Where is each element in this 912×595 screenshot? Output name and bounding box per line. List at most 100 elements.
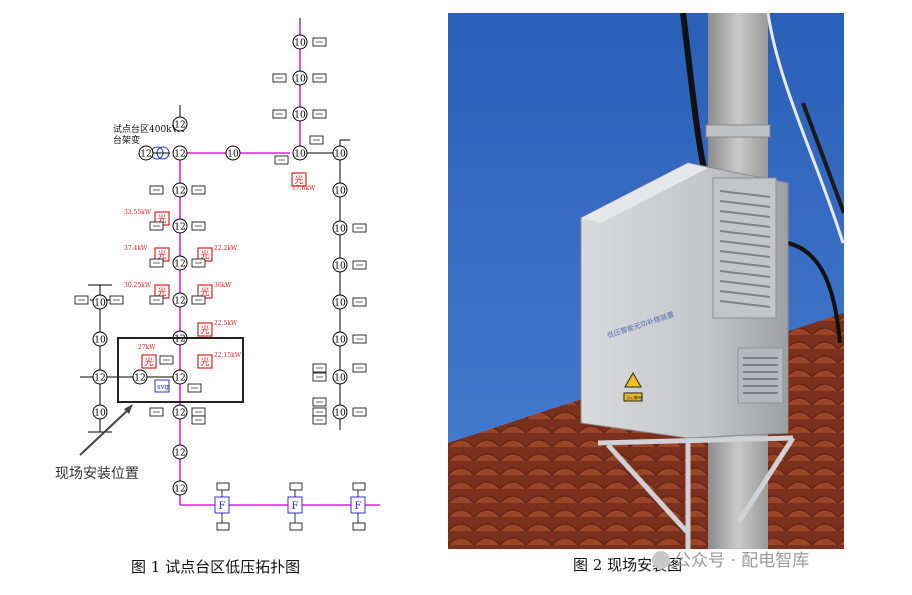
pv-rating: 27kW bbox=[138, 344, 156, 351]
svg-text:10: 10 bbox=[334, 409, 346, 419]
svg-text:光: 光 bbox=[294, 174, 303, 186]
pv-unit: 光 27kW bbox=[138, 344, 157, 369]
svg-text:10: 10 bbox=[334, 187, 346, 197]
pv-unit: 光 30.25kW bbox=[124, 282, 170, 299]
figure1-caption: 图 1 试点台区低压拓扑图 bbox=[131, 558, 301, 576]
pv-rating: 37.4kW bbox=[124, 245, 148, 252]
meter-tag bbox=[149, 407, 164, 417]
svg-text:光: 光 bbox=[157, 286, 166, 298]
node-10: 10 bbox=[225, 145, 241, 161]
meter-tag bbox=[309, 135, 324, 145]
svg-text:12: 12 bbox=[174, 297, 185, 307]
meter-tag bbox=[272, 109, 287, 119]
svg-text:10: 10 bbox=[94, 336, 106, 346]
svg-text:12: 12 bbox=[174, 335, 185, 345]
node-10: 10 bbox=[292, 145, 308, 161]
node-10: 10 bbox=[292, 106, 308, 122]
node-12: 12 bbox=[92, 369, 108, 385]
svg-text:10: 10 bbox=[294, 150, 306, 160]
svg-text:10: 10 bbox=[227, 150, 239, 160]
meter-tag bbox=[191, 295, 206, 305]
svg-text:F: F bbox=[292, 501, 299, 512]
meter-tag bbox=[274, 155, 289, 165]
svg-text:12: 12 bbox=[174, 223, 185, 233]
installation-photo: 低压智能无功补偿装置 当心触电 bbox=[448, 13, 844, 549]
fuse: F bbox=[350, 482, 366, 531]
pv-unit: 光22.5kW bbox=[197, 320, 238, 337]
svg-text:光: 光 bbox=[157, 213, 166, 225]
node-10: 10 bbox=[332, 257, 348, 273]
node-12: 12 bbox=[172, 404, 188, 420]
watermark-text: 公众号 · 配电智库 bbox=[674, 551, 810, 571]
svg-text:12: 12 bbox=[174, 449, 185, 459]
svg-text:10: 10 bbox=[94, 409, 106, 419]
pv-unit: 光17.6kW bbox=[291, 172, 316, 192]
svg-text:F: F bbox=[355, 501, 362, 512]
svg-text:12: 12 bbox=[174, 374, 185, 384]
svg-text:10: 10 bbox=[334, 150, 346, 160]
wechat-logo-icon bbox=[652, 551, 670, 569]
svg-text:10: 10 bbox=[94, 299, 106, 309]
node-10: 10 bbox=[332, 145, 348, 161]
svg-text:10: 10 bbox=[294, 111, 306, 121]
meter-tag bbox=[312, 397, 327, 407]
meter-tag bbox=[352, 407, 367, 417]
node-10: 10 bbox=[92, 294, 108, 310]
meter-tag bbox=[352, 260, 367, 270]
svg-text:12: 12 bbox=[174, 187, 185, 197]
svg-text:10: 10 bbox=[334, 336, 346, 346]
meter-tag bbox=[352, 334, 367, 344]
svg-text:12: 12 bbox=[174, 485, 185, 495]
meter-tag bbox=[187, 383, 202, 393]
svg-text:光: 光 bbox=[144, 356, 153, 368]
node-10: 10 bbox=[332, 369, 348, 385]
transformer-label-2: 台架变 bbox=[113, 134, 140, 146]
meter-tag bbox=[191, 407, 206, 417]
svg-text:光: 光 bbox=[200, 249, 209, 261]
node-12: 12 bbox=[172, 480, 188, 496]
node-12: 12 bbox=[172, 116, 188, 132]
svg-text:光: 光 bbox=[200, 356, 209, 368]
cabinet: 低压智能无功补偿装置 当心触电 bbox=[580, 162, 789, 439]
svg-text:10: 10 bbox=[334, 225, 346, 235]
node-10: 10 bbox=[292, 34, 308, 50]
svg-text:10: 10 bbox=[334, 374, 346, 384]
meter-tag bbox=[312, 415, 327, 425]
install-label: 现场安装位置 bbox=[55, 466, 139, 482]
meter-tag bbox=[191, 258, 206, 268]
node-12: 12 bbox=[172, 369, 188, 385]
meter-tag bbox=[272, 73, 287, 83]
node-10: 10 bbox=[92, 404, 108, 420]
meter-tag bbox=[191, 185, 206, 195]
svg-text:光: 光 bbox=[157, 249, 166, 261]
svg-text:12: 12 bbox=[174, 409, 185, 419]
meter-tags bbox=[74, 37, 367, 425]
install-location-box bbox=[117, 337, 244, 403]
node-10: 10 bbox=[332, 294, 348, 310]
node-10: 10 bbox=[332, 404, 348, 420]
warning-label: 当心触电 bbox=[626, 394, 642, 400]
meter-tag bbox=[352, 223, 367, 233]
svg-text:12: 12 bbox=[140, 150, 151, 160]
meter-tag bbox=[312, 407, 327, 417]
svg-text:10: 10 bbox=[294, 39, 306, 49]
pv-unit: 光 22.2kW bbox=[197, 245, 238, 262]
meter-tag bbox=[312, 363, 327, 373]
svg-text:10: 10 bbox=[294, 75, 306, 85]
node-12: 12 bbox=[172, 145, 188, 161]
meter-tag bbox=[312, 372, 327, 382]
node-12: 12 bbox=[172, 444, 188, 460]
svg-device-label: svg bbox=[157, 383, 170, 391]
node-12: 12 bbox=[138, 145, 154, 161]
fuse: F bbox=[287, 482, 303, 531]
pv-rating: 30.25kW bbox=[124, 282, 152, 289]
meter-tag bbox=[312, 37, 327, 47]
svg-text:光: 光 bbox=[200, 286, 209, 298]
meter-tag bbox=[191, 415, 206, 425]
pv-rating: 22.2kW bbox=[214, 245, 238, 252]
meter-tag bbox=[109, 295, 124, 305]
svg-text:光: 光 bbox=[200, 324, 209, 336]
node-12: 12 bbox=[172, 292, 188, 308]
